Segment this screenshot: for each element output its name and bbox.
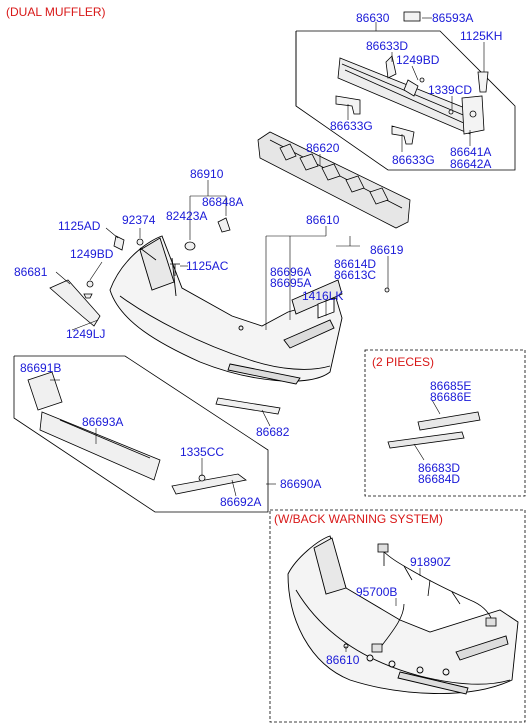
part-86692A: 86692A [220,495,262,509]
part-86630: 86630 [356,11,390,25]
part-86691B: 86691B [20,361,62,375]
lower-reflector-parts [27,371,281,495]
part-86693A: 86693A [82,415,124,429]
part-1249BD-mid: 1249BD [70,247,114,261]
box-2-pieces-outline [364,349,526,497]
part-86681: 86681 [14,265,48,279]
part-1125AD: 1125AD [58,219,101,233]
part-86682: 86682 [256,425,290,439]
caption-dual-muffler: (DUAL MUFFLER) [6,5,106,19]
part-86683D: 86683D [418,461,461,475]
part-82423A: 82423A [166,209,208,223]
part-86610-bottom: 86610 [326,653,360,667]
part-91890Z: 91890Z [410,555,451,569]
part-1249BD-top: 1249BD [396,53,440,67]
part-86593A: 86593A [432,11,474,25]
part-86633D: 86633D [366,39,409,53]
side-bracket-86681 [49,279,101,327]
part-92374: 92374 [122,213,156,227]
leader-lines [50,17,485,652]
part-86910: 86910 [190,167,224,181]
caption-back-warning-system: (W/BACK WARNING SYSTEM) [274,512,443,526]
part-1339CD: 1339CD [428,83,473,97]
part-86696A: 86696A [270,265,312,279]
part-86685E: 86685E [430,379,472,393]
box-back-warning-outline [269,509,526,723]
part-86642A: 86642A [450,157,492,171]
part-95700B: 95700B [356,585,398,599]
box-86690A-outline [13,355,269,513]
side-bracket [461,71,489,135]
part-86613C: 86613C [334,268,377,282]
wiring-harness [371,543,497,653]
part-86684D: 86684D [418,472,461,486]
part-1249LJ: 1249LJ [66,327,106,341]
part-86641A: 86641A [450,145,492,159]
part-86614D: 86614D [334,257,377,271]
caption-two-pieces: (2 PIECES) [372,355,435,369]
part-1416LK: 1416LK [302,289,344,303]
energy-absorber [257,131,411,229]
part-86633G-a: 86633G [330,119,373,133]
part-86620: 86620 [306,141,340,155]
part-86686E: 86686E [430,390,472,404]
part-86610-top: 86610 [306,213,340,227]
part-86690A: 86690A [280,477,322,491]
part-1335CC: 1335CC [180,445,225,459]
warning-bumper [287,535,519,695]
part-86633G-b: 86633G [392,153,435,167]
part-1125AC: 1125AC [186,259,229,273]
bumper-cover [109,235,343,385]
part-86619: 86619 [370,243,404,257]
part-86848A: 86848A [202,195,244,209]
part-86695A: 86695A [270,276,312,290]
part-1125KH: 1125KH [460,29,503,43]
